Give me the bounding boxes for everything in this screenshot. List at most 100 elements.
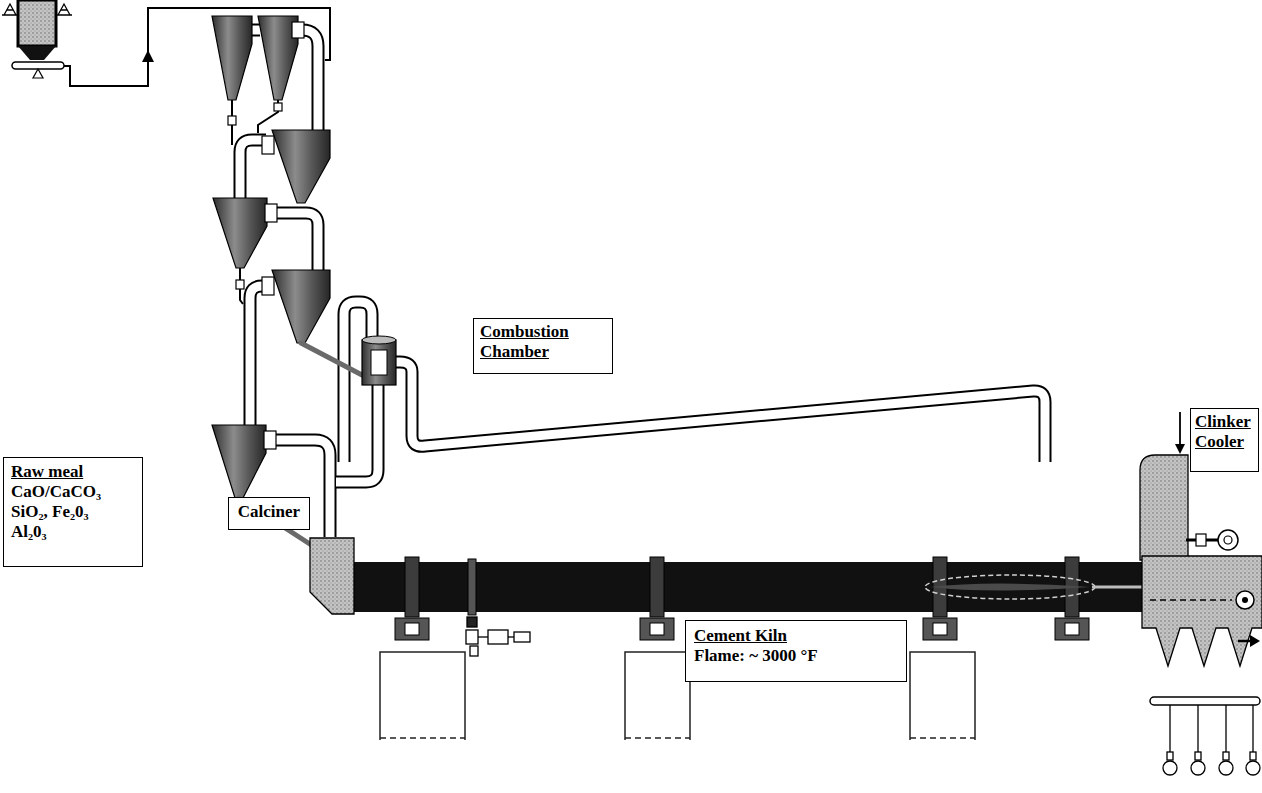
gas-duct xyxy=(272,213,318,270)
cooling-fan xyxy=(1167,752,1173,760)
support-roller xyxy=(933,623,947,635)
cooling-fan xyxy=(1250,752,1256,760)
cyclone-inlet xyxy=(265,204,277,222)
scale-symbol xyxy=(2,4,18,15)
raw-meal-silo xyxy=(18,0,56,46)
cyclone xyxy=(272,270,330,343)
part-label: Clinker Cooler xyxy=(1195,412,1254,452)
cooling-fan xyxy=(1225,705,1226,752)
kiln-pier xyxy=(910,652,975,740)
part-label: Cement Kiln xyxy=(694,626,898,646)
meal-chute xyxy=(301,343,362,375)
part-label: Combustion Chamber xyxy=(480,322,606,362)
scale-symbol xyxy=(2,4,72,15)
kiln-hood xyxy=(1196,534,1206,546)
clinker-cooler-housing xyxy=(1142,556,1262,666)
cyclone-inlet xyxy=(262,22,304,449)
label-detail: Flame: ~ 3000 °F xyxy=(694,646,898,666)
kiln-pier xyxy=(380,652,465,740)
support-roller xyxy=(640,618,674,640)
combustion-chamber-vessel xyxy=(371,350,387,375)
gas-duct xyxy=(240,30,1045,537)
label-box: Calciner xyxy=(228,497,310,530)
cyclone-inlet xyxy=(292,22,304,38)
kiln-drive xyxy=(514,632,530,642)
cooling-fan xyxy=(1219,761,1233,775)
scale-symbol xyxy=(56,4,72,15)
clinker-cooler-housing xyxy=(1242,597,1248,603)
cyclone xyxy=(212,16,252,100)
cyclone xyxy=(212,16,330,498)
kiln-drive xyxy=(470,646,478,656)
clinker-conveyor xyxy=(1150,697,1260,705)
clinker-cooler-housing xyxy=(1236,591,1254,609)
clinker-cooler-housing xyxy=(1238,640,1252,643)
label-box: Raw mealCaO/CaCO₃ SiO₂, Fe₂0₃ Al₂0₃ xyxy=(3,457,143,567)
kiln-hood xyxy=(1175,444,1185,454)
cyclone xyxy=(213,198,267,268)
support-roller xyxy=(650,623,664,635)
flap-valve xyxy=(228,116,236,125)
kiln-hood xyxy=(1140,455,1188,560)
gas-duct xyxy=(250,286,268,425)
flame xyxy=(925,575,1095,599)
part-label: Calciner xyxy=(235,502,303,522)
rotary-kiln xyxy=(352,557,1142,617)
cooling-fan xyxy=(1163,705,1260,775)
feed-line xyxy=(142,50,154,62)
cyclone-inlet xyxy=(262,277,274,295)
kiln-drive xyxy=(466,630,478,644)
kiln-drive xyxy=(488,630,508,644)
raw-meal-silo xyxy=(12,0,64,78)
label-box: Clinker Cooler xyxy=(1190,408,1259,472)
gas-duct xyxy=(240,30,1045,537)
combustion-chamber-vessel xyxy=(362,336,396,344)
kiln-pier xyxy=(625,737,690,739)
gas-duct xyxy=(392,362,1045,462)
cooling-fan xyxy=(1191,761,1205,775)
kiln-pier xyxy=(380,737,465,739)
combustion-chamber-vessel xyxy=(362,340,396,385)
raw-meal-silo xyxy=(33,69,43,78)
kiln-hood xyxy=(1179,412,1181,446)
flap-valve xyxy=(236,280,244,289)
label-box: Cement KilnFlame: ~ 3000 °F xyxy=(685,620,907,682)
cyclone-inlet xyxy=(262,136,274,154)
kiln-drive xyxy=(467,617,477,627)
clinker-cooler-housing xyxy=(1142,556,1262,666)
cooling-fan xyxy=(1169,705,1170,752)
rotary-kiln xyxy=(468,559,476,615)
kiln-inlet-chamber xyxy=(310,538,354,614)
clinker-cooler-housing xyxy=(1250,635,1260,647)
support-roller xyxy=(1055,618,1089,640)
gas-duct xyxy=(272,213,318,270)
label-box: Combustion Chamber xyxy=(473,318,613,374)
flap-valve xyxy=(228,103,282,289)
flap-valve xyxy=(274,103,282,111)
kiln-hood xyxy=(1224,536,1232,544)
cooling-fan xyxy=(1163,761,1177,775)
flame xyxy=(1092,586,1142,589)
flame xyxy=(930,584,1090,591)
kiln-drive xyxy=(508,636,514,637)
combustion-chamber-vessel xyxy=(362,336,396,385)
raw-meal-silo xyxy=(18,46,56,60)
cyclone xyxy=(212,425,266,498)
support-roller xyxy=(1065,623,1079,635)
cooling-fan xyxy=(1195,752,1201,760)
gas-duct xyxy=(250,286,268,425)
rotary-kiln xyxy=(405,557,419,617)
cooling-fan xyxy=(1246,761,1260,775)
gas-duct xyxy=(392,362,1045,462)
kiln-drive xyxy=(466,617,530,656)
cyclone xyxy=(272,130,330,203)
cooling-fan xyxy=(1252,705,1253,752)
support-roller xyxy=(923,618,957,640)
cooling-fan xyxy=(1223,752,1229,760)
clinker-conveyor xyxy=(1150,697,1260,705)
kiln-drive xyxy=(478,636,488,637)
